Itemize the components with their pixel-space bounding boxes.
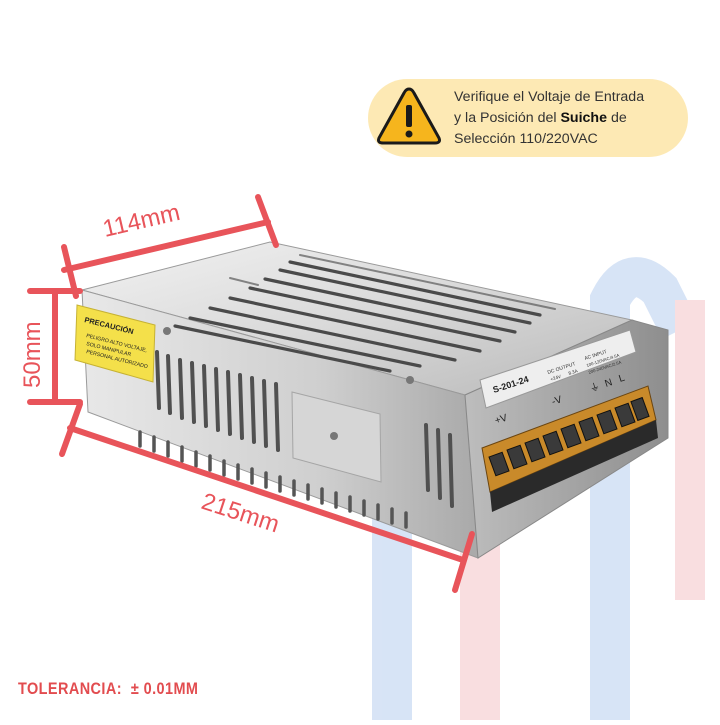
width-dimension-label: 114mm (100, 199, 182, 243)
height-dimension-label: 50mm (19, 321, 46, 388)
notice-line-2-end: de (607, 110, 627, 126)
terminal-label-pos: +V (494, 412, 510, 426)
top-vents (173, 260, 542, 373)
dc-output-voltage: +24V (550, 374, 563, 382)
terminal-label-ground: ⏚ (588, 380, 601, 395)
spec-label: S-201-24 DC OUTPUT +24V 8.3A AC INPUT 10… (479, 329, 637, 409)
terminal-label-l: L (618, 373, 627, 385)
warning-sticker: PRECAUCIÓN PELIGRO ALTO VOLTAJE, SOLO MA… (74, 304, 156, 383)
dimension-lines (27, 194, 475, 593)
terminal-block (481, 385, 658, 512)
notice-line-1: Verifique el Voltaje de Entrada (454, 89, 645, 105)
notice-line-2-start: y la Posición del (454, 110, 561, 126)
tolerance-label: TOLERANCIA: (18, 679, 122, 698)
dc-output-current: 8.3A (568, 368, 579, 376)
warning-triangle-icon (377, 87, 441, 145)
tolerance-value: ± 0.01MM (130, 679, 199, 698)
terminal-label-n: N (604, 377, 614, 390)
tolerance-caption: TOLERANCIA: ± 0.01MM (18, 679, 198, 699)
terminal-labels: +V -V ⏚ N L (494, 373, 627, 427)
notice-line-3: Selección 110/220VAC (454, 131, 598, 147)
notice-line-2: y la Posición del Suiche de (454, 108, 686, 129)
notice-line-2-bold: Suiche (560, 110, 607, 126)
terminal-label-neg: -V (551, 394, 564, 408)
voltage-notice: Verifique el Voltaje de Entrada y la Pos… (368, 79, 688, 157)
notice-text: Verifique el Voltaje de Entrada y la Pos… (454, 87, 686, 150)
front-vents (155, 350, 454, 508)
power-supply: PRECAUCIÓN PELIGRO ALTO VOLTAJE, SOLO MA… (74, 241, 669, 559)
